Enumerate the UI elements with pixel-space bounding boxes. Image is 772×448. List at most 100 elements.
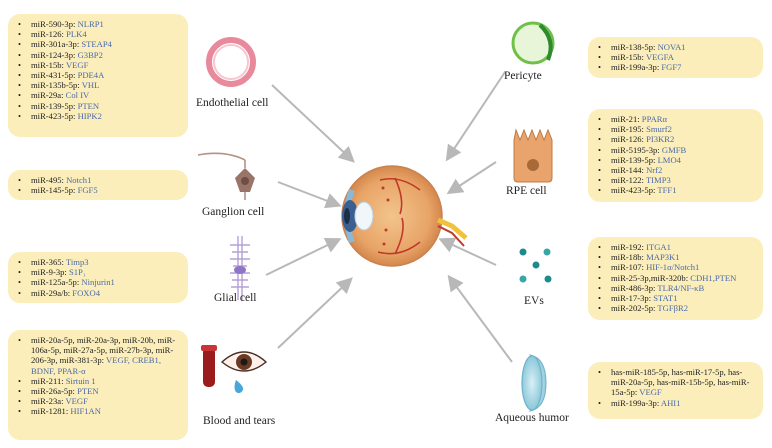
mirna-item: miR-29a/b: FOXO4 [18,288,180,298]
mirna-name: miR-301a-3p: [31,39,82,50]
box-aqueous: has-miR-185-5p, has-miR-17-5p, has-miR-2… [588,362,763,419]
target-gene: PLK4 [66,29,87,40]
mirna-name: miR-139-5p: [611,154,658,165]
mirna-item: miR-139-5p: LMO4 [598,155,755,165]
target-gene: PTEN [77,386,99,397]
target-gene: HIF-1α/Notch1 [646,262,700,273]
evs-icon [519,248,552,283]
mirna-item: miR-145-5p: FGF5 [18,185,180,195]
target-gene: Ninjurin1 [81,277,115,288]
target-gene: HIPK2 [77,110,102,121]
target-gene: FGF5 [77,185,98,196]
aqueous-humor-icon [521,354,547,412]
label-ganglion: Ganglion cell [202,206,265,218]
mirna-name: miR-9-3p: [31,267,69,278]
glial-cell-icon [230,236,250,300]
arrow-ganglion [277,181,342,209]
mirna-name: miR-125a-5p: [31,277,82,288]
mirna-name: miR-199a-3p: [611,62,662,73]
target-gene: VEGF [639,387,662,398]
mirna-name: miR-15b: [611,52,646,63]
mirna-item: has-miR-185-5p, has-miR-17-5p, has-miR-2… [598,367,755,398]
target-gene: FOXO4 [72,287,100,298]
mirna-name: miR-590-3p: [31,19,78,29]
target-gene: NLRP1 [77,19,104,29]
target-gene: TGFβR2 [657,303,689,314]
arrow-pericyte [445,71,506,162]
mirna-item: miR-15b: VEGF [18,60,180,70]
label-evs: EVs [524,295,544,307]
target-gene: VEGF [65,59,89,70]
box-blood: miR-20a-5p, miR-20a-3p, miR-20b, miR-106… [8,330,188,440]
mirna-name: has-miR-185-5p, has-miR-17-5p, has-miR-2… [611,367,750,398]
arrow-aqueous [447,274,513,363]
mirna-name: miR-199a-3p: [611,397,661,408]
mirna-name: miR-202-5p: [611,303,658,314]
target-gene: Smurf2 [646,124,672,135]
target-gene: STAT1 [653,293,678,304]
target-gene: VEGF [65,396,88,407]
mirna-item: miR-9-3p: S1P₁ [18,267,180,277]
mirna-item: miR-5195-3p: GMFB [598,145,755,155]
mirna-item: miR-195: Smurf2 [598,124,755,134]
mirna-item: miR-122: TIMP3 [598,175,755,185]
mirna-name: miR-25-3p,miR-320b: [611,272,691,283]
mirna-item: miR-125a-5p: Ninjurin1 [18,277,180,287]
mirna-item: miR-26a-5p: PTEN [18,386,180,396]
mirna-name: miR-5195-3p: [611,144,662,155]
mirna-item: miR-126: PLK4 [18,29,180,39]
target-gene: NOVA1 [657,42,686,52]
target-gene: S1P₁ [68,267,86,278]
target-gene: HIF1AN [70,406,101,417]
mirna-item: miR-486-3p: TLR4/NF-κB [598,283,755,293]
mirna-name: miR-21: [611,114,642,124]
mirna-name: miR-486-3p: [611,282,658,293]
pericyte-icon [511,21,555,65]
mirna-name: miR-195: [611,124,647,135]
box-endothelial: miR-590-3p: NLRP1miR-126: PLK4miR-301a-3… [8,14,188,137]
arrow-blood [277,277,353,349]
target-gene: TFF1 [657,185,677,196]
eye-icon [341,165,468,267]
target-gene: Nrf2 [646,165,663,176]
mirna-item: miR-365: Timp3 [18,257,180,267]
target-gene: TLR4/NF-κB [657,282,705,293]
mirna-name: miR-423-5p: [31,110,78,121]
mirna-name: miR-29a/b: [31,287,73,298]
mirna-name: miR-17-3p: [611,293,654,304]
target-gene: CDH1,PTEN [690,272,737,283]
mirna-name: miR-423-5p: [611,185,658,196]
box-pericyte: miR-138-5p: NOVA1miR-15b: VEGFAmiR-199a-… [588,37,763,78]
target-gene: PTEN [77,100,100,111]
target-gene: Timp3 [65,257,89,267]
mirna-name: miR-122: [611,175,646,186]
target-gene: VEGF, CREB1, BDNF, PPAR-α [31,355,161,376]
mirna-name: miR-107: [611,262,647,273]
mirna-item: miR-301a-3p: STEAP4 [18,39,180,49]
mirna-item: miR-17-3p: STAT1 [598,293,755,303]
target-gene: PDE4A [77,70,105,81]
mirna-name: miR-145-5p: [31,185,78,196]
mirna-item: miR-423-5p: HIPK2 [18,111,180,121]
mirna-item: miR-431-5p: PDE4A [18,70,180,80]
arrow-rpe [446,161,497,195]
mirna-item: miR-590-3p: NLRP1 [18,19,180,29]
target-gene: PI3KR2 [646,134,675,145]
target-gene: PPARα [641,114,668,124]
target-gene: TIMP3 [645,175,671,186]
blood-tears-icon [201,345,268,394]
label-pericyte: Pericyte [504,70,542,82]
mirna-item: miR-135b-5p: VHL [18,80,180,90]
mirna-name: miR-135b-5p: [31,80,82,91]
mirna-item: miR-199a-3p: AHI1 [598,398,755,408]
box-rpe: miR-21: PPARαmiR-195: Smurf2miR-126: PI3… [588,109,763,202]
mirna-name: miR-495: [31,175,67,185]
arrow-glial [265,238,342,276]
target-gene: Notch1 [66,175,92,185]
mirna-item: miR-29a: Col IV [18,90,180,100]
mirna-name: miR-431-5p: [31,70,78,81]
label-blood: Blood and tears [203,415,276,427]
mirna-name: miR-211: [31,375,66,386]
mirna-name: miR-138-5p: [611,42,658,52]
mirna-name: miR-126: [611,134,647,145]
